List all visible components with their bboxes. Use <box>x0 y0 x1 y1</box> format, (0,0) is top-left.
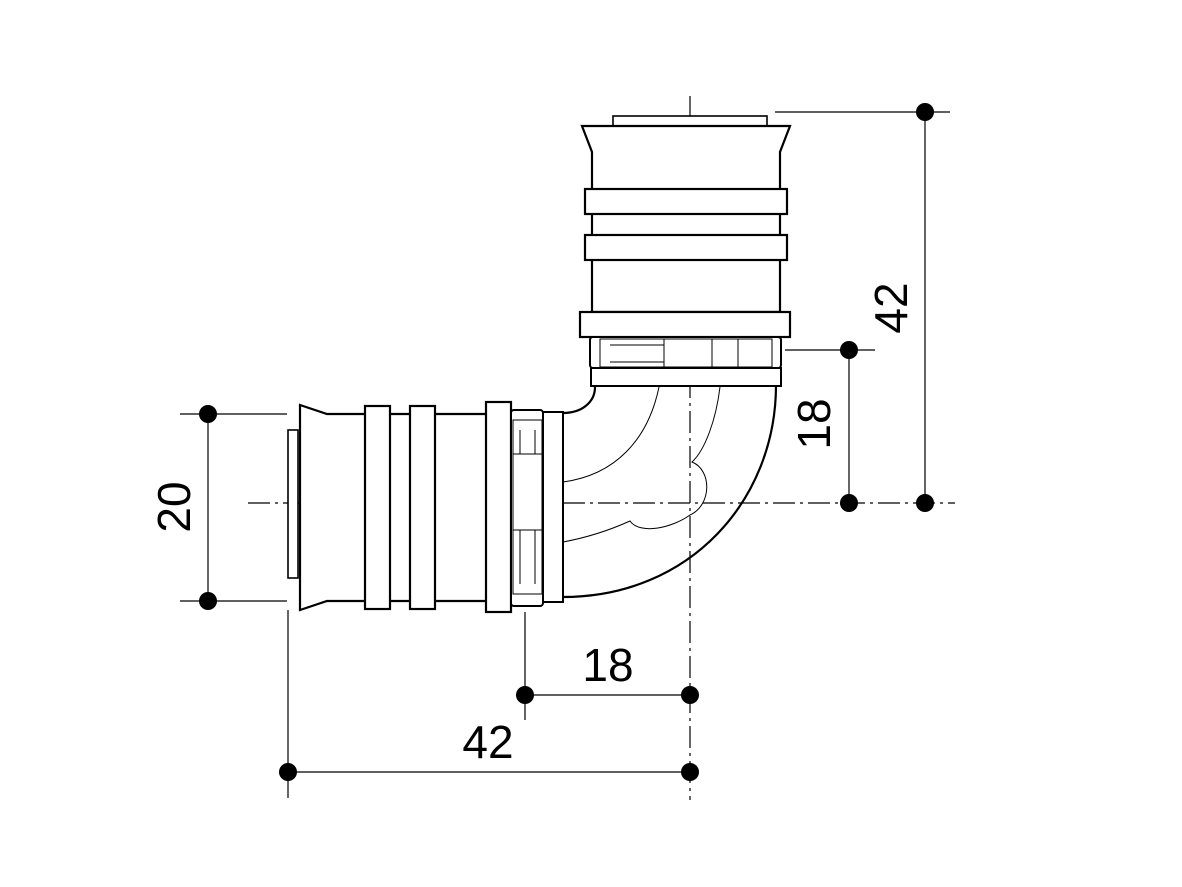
top-ring-2 <box>583 233 789 262</box>
dimension-point <box>199 592 217 610</box>
top-sleeve-flare <box>580 124 792 314</box>
dim-label-horizontal-offset: 18 <box>582 639 633 691</box>
dim-horizontal-offset <box>516 612 699 720</box>
dim-label-horizontal-total: 42 <box>462 716 513 768</box>
top-collar <box>578 310 792 339</box>
left-lock-inner <box>512 419 543 595</box>
top-pipe-stub <box>612 115 768 127</box>
dim-pipe-diameter <box>180 405 287 610</box>
dimension-point <box>681 686 699 704</box>
dimension-point <box>840 341 858 359</box>
dim-vertical-offset <box>785 341 875 512</box>
elbow-inner-contour-2 <box>562 386 721 543</box>
elbow-inner-contour-1 <box>562 386 660 483</box>
dimension-point <box>681 763 699 781</box>
left-body-band <box>542 411 564 603</box>
left-sleeve-flare <box>298 403 492 612</box>
dim-horizontal-total <box>279 610 699 798</box>
left-pipe-stub <box>287 429 299 579</box>
top-body-band <box>590 367 782 387</box>
left-ring-1 <box>363 404 392 611</box>
dim-vertical-total <box>775 103 950 512</box>
dimension-point <box>199 405 217 423</box>
elbow-outer-curve <box>562 384 778 599</box>
elbow-inner-curve <box>562 386 597 415</box>
dimension-point <box>916 103 934 121</box>
dimension-point <box>916 494 934 512</box>
dim-label-vertical-total: 42 <box>865 282 917 333</box>
left-ring-2 <box>408 404 437 611</box>
elbow-body <box>562 384 778 599</box>
dim-label-pipe-diameter: 20 <box>148 481 200 532</box>
top-ring-1 <box>583 187 789 216</box>
dim-label-vertical-offset: 18 <box>788 398 840 449</box>
top-lock-inner <box>599 338 773 368</box>
dimension-point <box>516 686 534 704</box>
dimension-point <box>840 494 858 512</box>
dimension-point <box>279 763 297 781</box>
left-press-sleeve <box>287 400 564 614</box>
top-press-sleeve <box>578 115 792 387</box>
left-collar <box>484 400 513 614</box>
